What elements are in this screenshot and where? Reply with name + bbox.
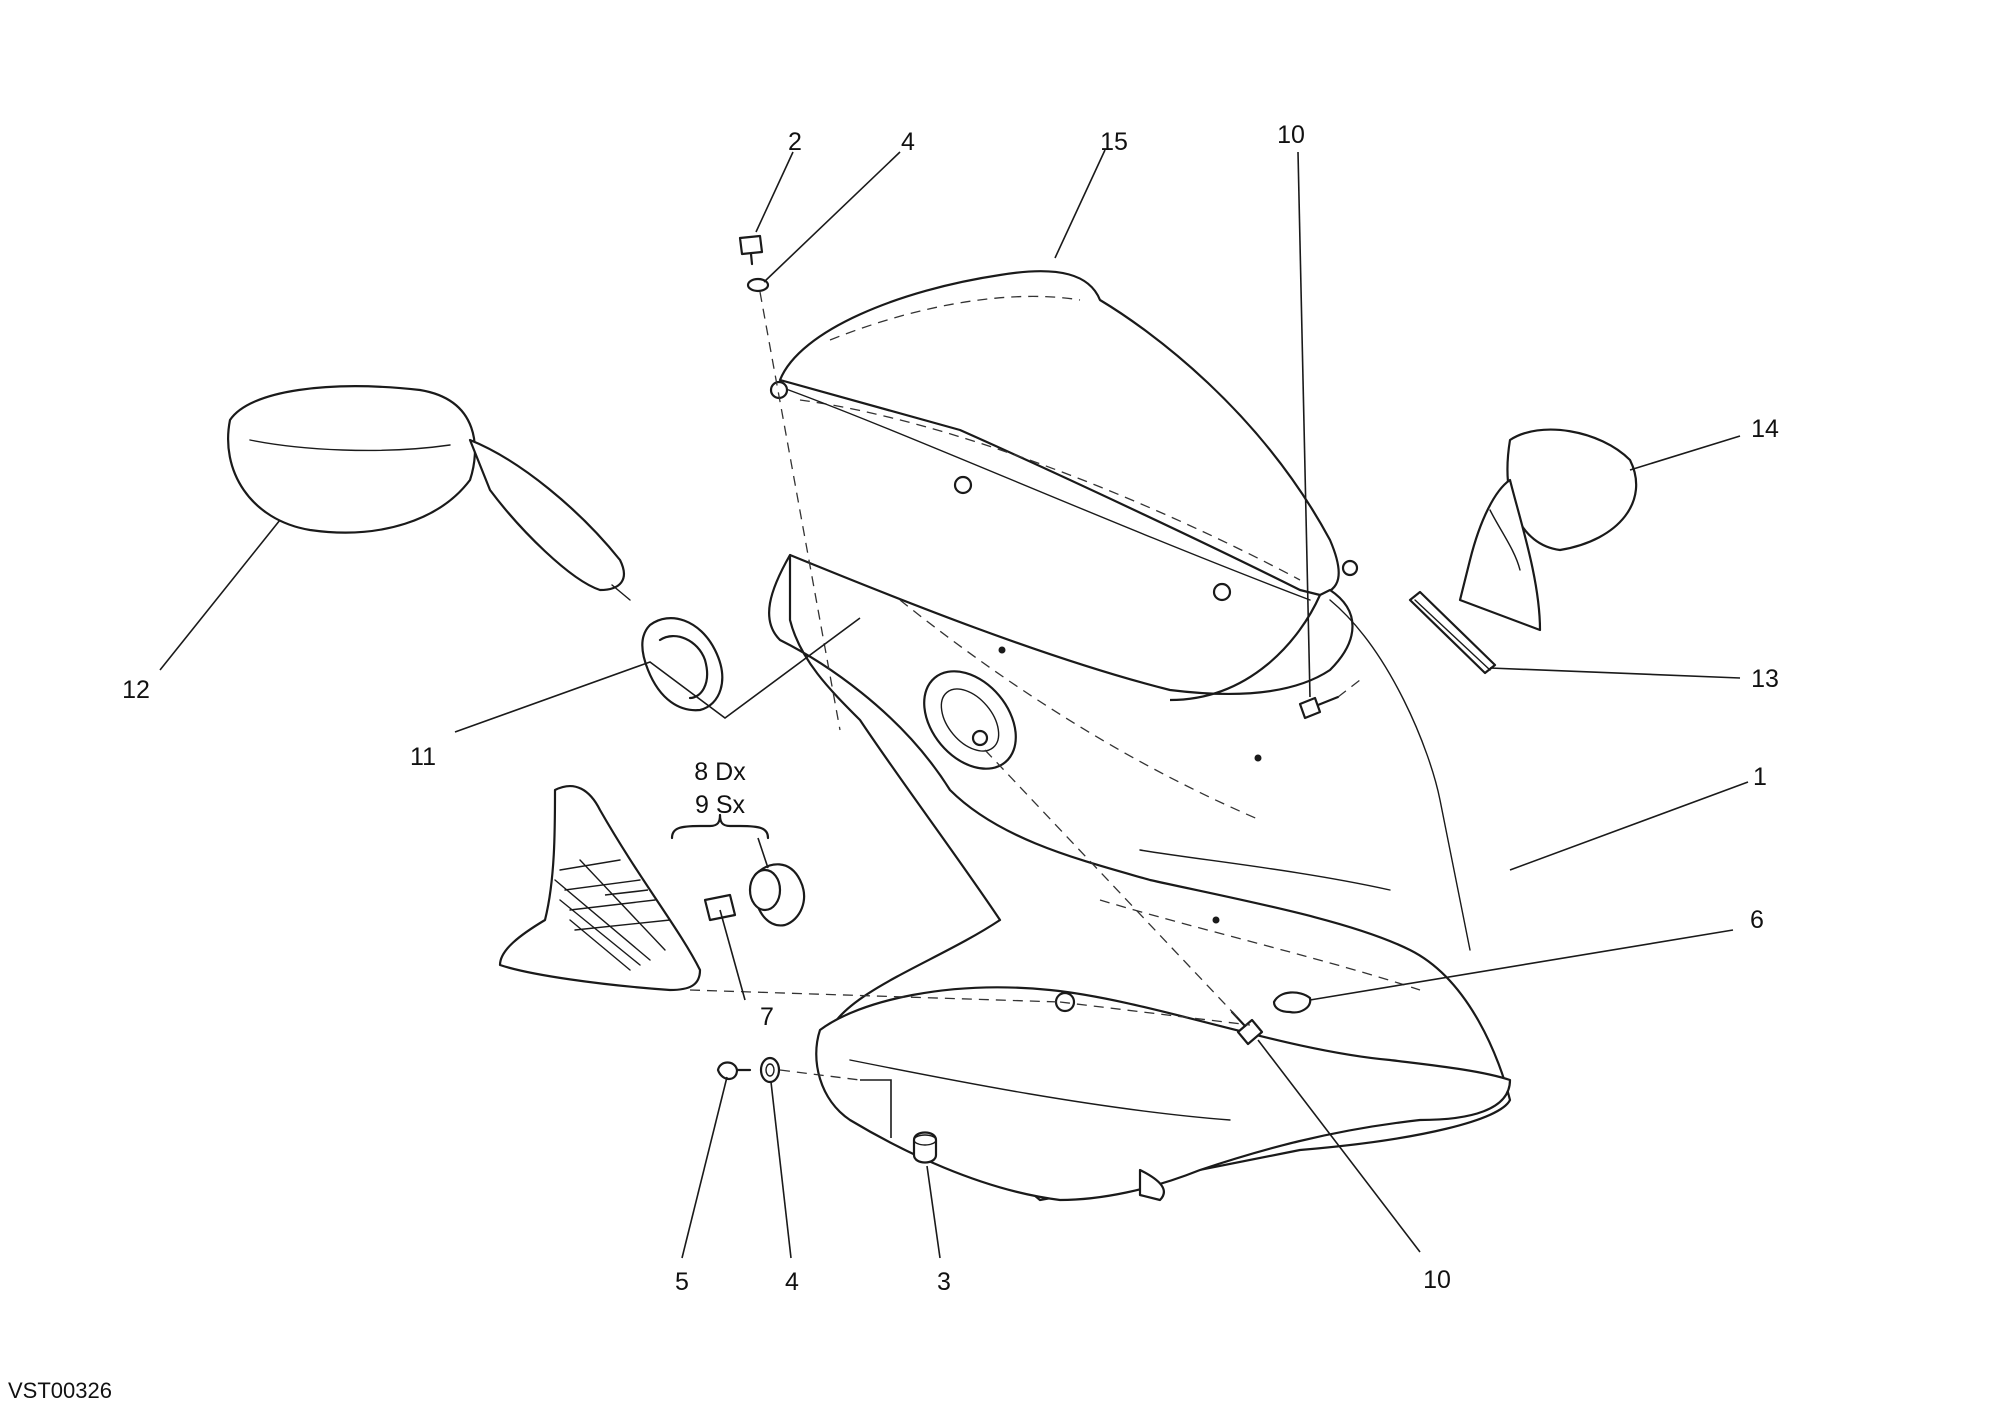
callout-10-bottom: 10 (1423, 1266, 1451, 1294)
callout-10-top: 10 (1277, 121, 1305, 149)
screw-2 (738, 234, 764, 266)
washer-4-bottom (759, 1056, 781, 1084)
callout-14: 14 (1751, 415, 1779, 443)
leader-lines (159, 149, 1749, 1259)
drawing-code: VST00326 (8, 1378, 112, 1403)
callout-13: 13 (1751, 665, 1779, 693)
callout-7: 7 (760, 1003, 774, 1031)
right-mirror (1458, 428, 1638, 632)
callout-12: 12 (122, 676, 150, 704)
windscreen (769, 270, 1359, 602)
spring-clip-6 (1272, 991, 1312, 1014)
callout-5: 5 (675, 1268, 689, 1296)
assembly-lines (689, 291, 1361, 1081)
callout-15: 15 (1100, 128, 1128, 156)
callout-6: 6 (1750, 906, 1764, 934)
mirror-grommet (641, 617, 724, 712)
washer-4-top (746, 277, 770, 293)
mirror-gasket (1408, 590, 1497, 675)
callout-4-bottom: 4 (785, 1268, 799, 1296)
callout-11: 11 (410, 743, 436, 771)
screw-5 (716, 1061, 752, 1081)
nut-3 (912, 1131, 938, 1164)
callout-9: 9 Sx (695, 791, 746, 819)
callout-8: 8 Dx (694, 758, 746, 786)
group-bracket (670, 813, 770, 840)
callout-1: 1 (1753, 763, 1767, 791)
callout-2: 2 (788, 128, 802, 156)
left-mirror (227, 385, 631, 601)
turn-indicator (498, 784, 806, 992)
lower-fairing (815, 986, 1512, 1202)
callout-3: 3 (937, 1268, 951, 1296)
screw-10-top (1298, 695, 1340, 720)
callout-4-top: 4 (901, 128, 915, 156)
callouts: 2 4 15 10 14 13 1 6 10 12 11 8 Dx 9 Sx 7… (122, 121, 1779, 1296)
